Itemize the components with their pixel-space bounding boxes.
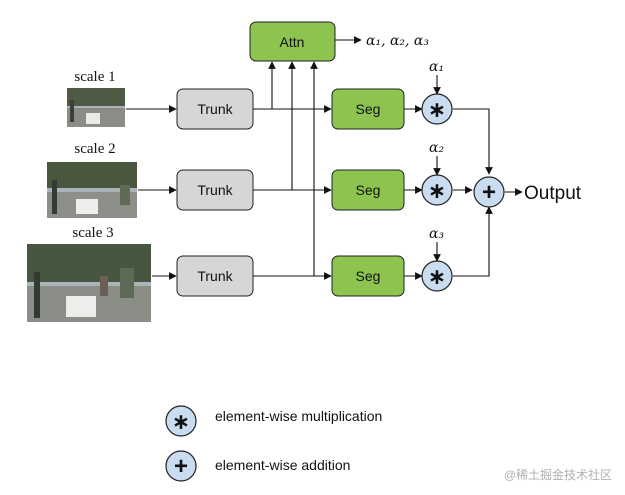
add-symbol: +	[482, 179, 496, 206]
multiply-node-3: ∗	[421, 260, 453, 292]
legend-add-text: element-wise addition	[215, 457, 350, 473]
scale-1-image	[67, 88, 125, 127]
alpha-2-label: α₂	[429, 140, 444, 156]
trunk-block-3: Trunk	[176, 255, 254, 297]
watermark: @稀土掘金技术社区	[504, 467, 612, 482]
scale-1-label: scale 1	[74, 69, 115, 85]
trunk-block-1: Trunk	[176, 88, 254, 130]
attn-block: Attn	[249, 21, 336, 62]
scale-3-group: scale 3	[27, 225, 151, 322]
trunk-label-2: Trunk	[197, 182, 233, 198]
output-label: Output	[524, 183, 582, 204]
legend-multiply-icon: ∗	[165, 405, 197, 437]
scale-2-image	[47, 162, 137, 218]
alpha-3-label: α₃	[429, 226, 444, 242]
svg-text:+: +	[174, 453, 188, 480]
scale-2-group: scale 2	[47, 141, 137, 218]
multiply-symbol-3: ∗	[428, 264, 446, 289]
multiply-node-1: ∗	[421, 93, 453, 125]
alpha-1-label: α₁	[429, 59, 444, 75]
add-node: +	[473, 176, 505, 208]
attn-output-alphas: α₁, α₂, α₃	[366, 33, 429, 49]
svg-text:∗: ∗	[172, 409, 190, 434]
scale-2-label: scale 2	[74, 141, 115, 157]
multiply-symbol-2: ∗	[428, 178, 446, 203]
legend-add-icon: +	[165, 450, 197, 482]
trunk-label-3: Trunk	[197, 268, 233, 284]
legend-multiply-text: element-wise multiplication	[215, 408, 382, 424]
scale-1-group: scale 1	[67, 69, 125, 127]
scale-3-image	[27, 244, 151, 322]
scale-3-label: scale 3	[72, 225, 113, 241]
seg-label-3: Seg	[356, 268, 381, 284]
trunk-block-2: Trunk	[176, 169, 254, 211]
seg-label-1: Seg	[356, 101, 381, 117]
connectors	[126, 36, 523, 280]
attn-label: Attn	[280, 34, 305, 50]
seg-block-1: Seg	[331, 88, 405, 130]
trunk-label-1: Trunk	[197, 101, 233, 117]
seg-block-2: Seg	[331, 169, 405, 211]
seg-label-2: Seg	[356, 182, 381, 198]
seg-block-3: Seg	[331, 255, 405, 297]
multiply-node-2: ∗	[421, 174, 453, 206]
legend: ∗ element-wise multiplication + element-…	[165, 405, 382, 482]
multiply-symbol-1: ∗	[428, 97, 446, 122]
